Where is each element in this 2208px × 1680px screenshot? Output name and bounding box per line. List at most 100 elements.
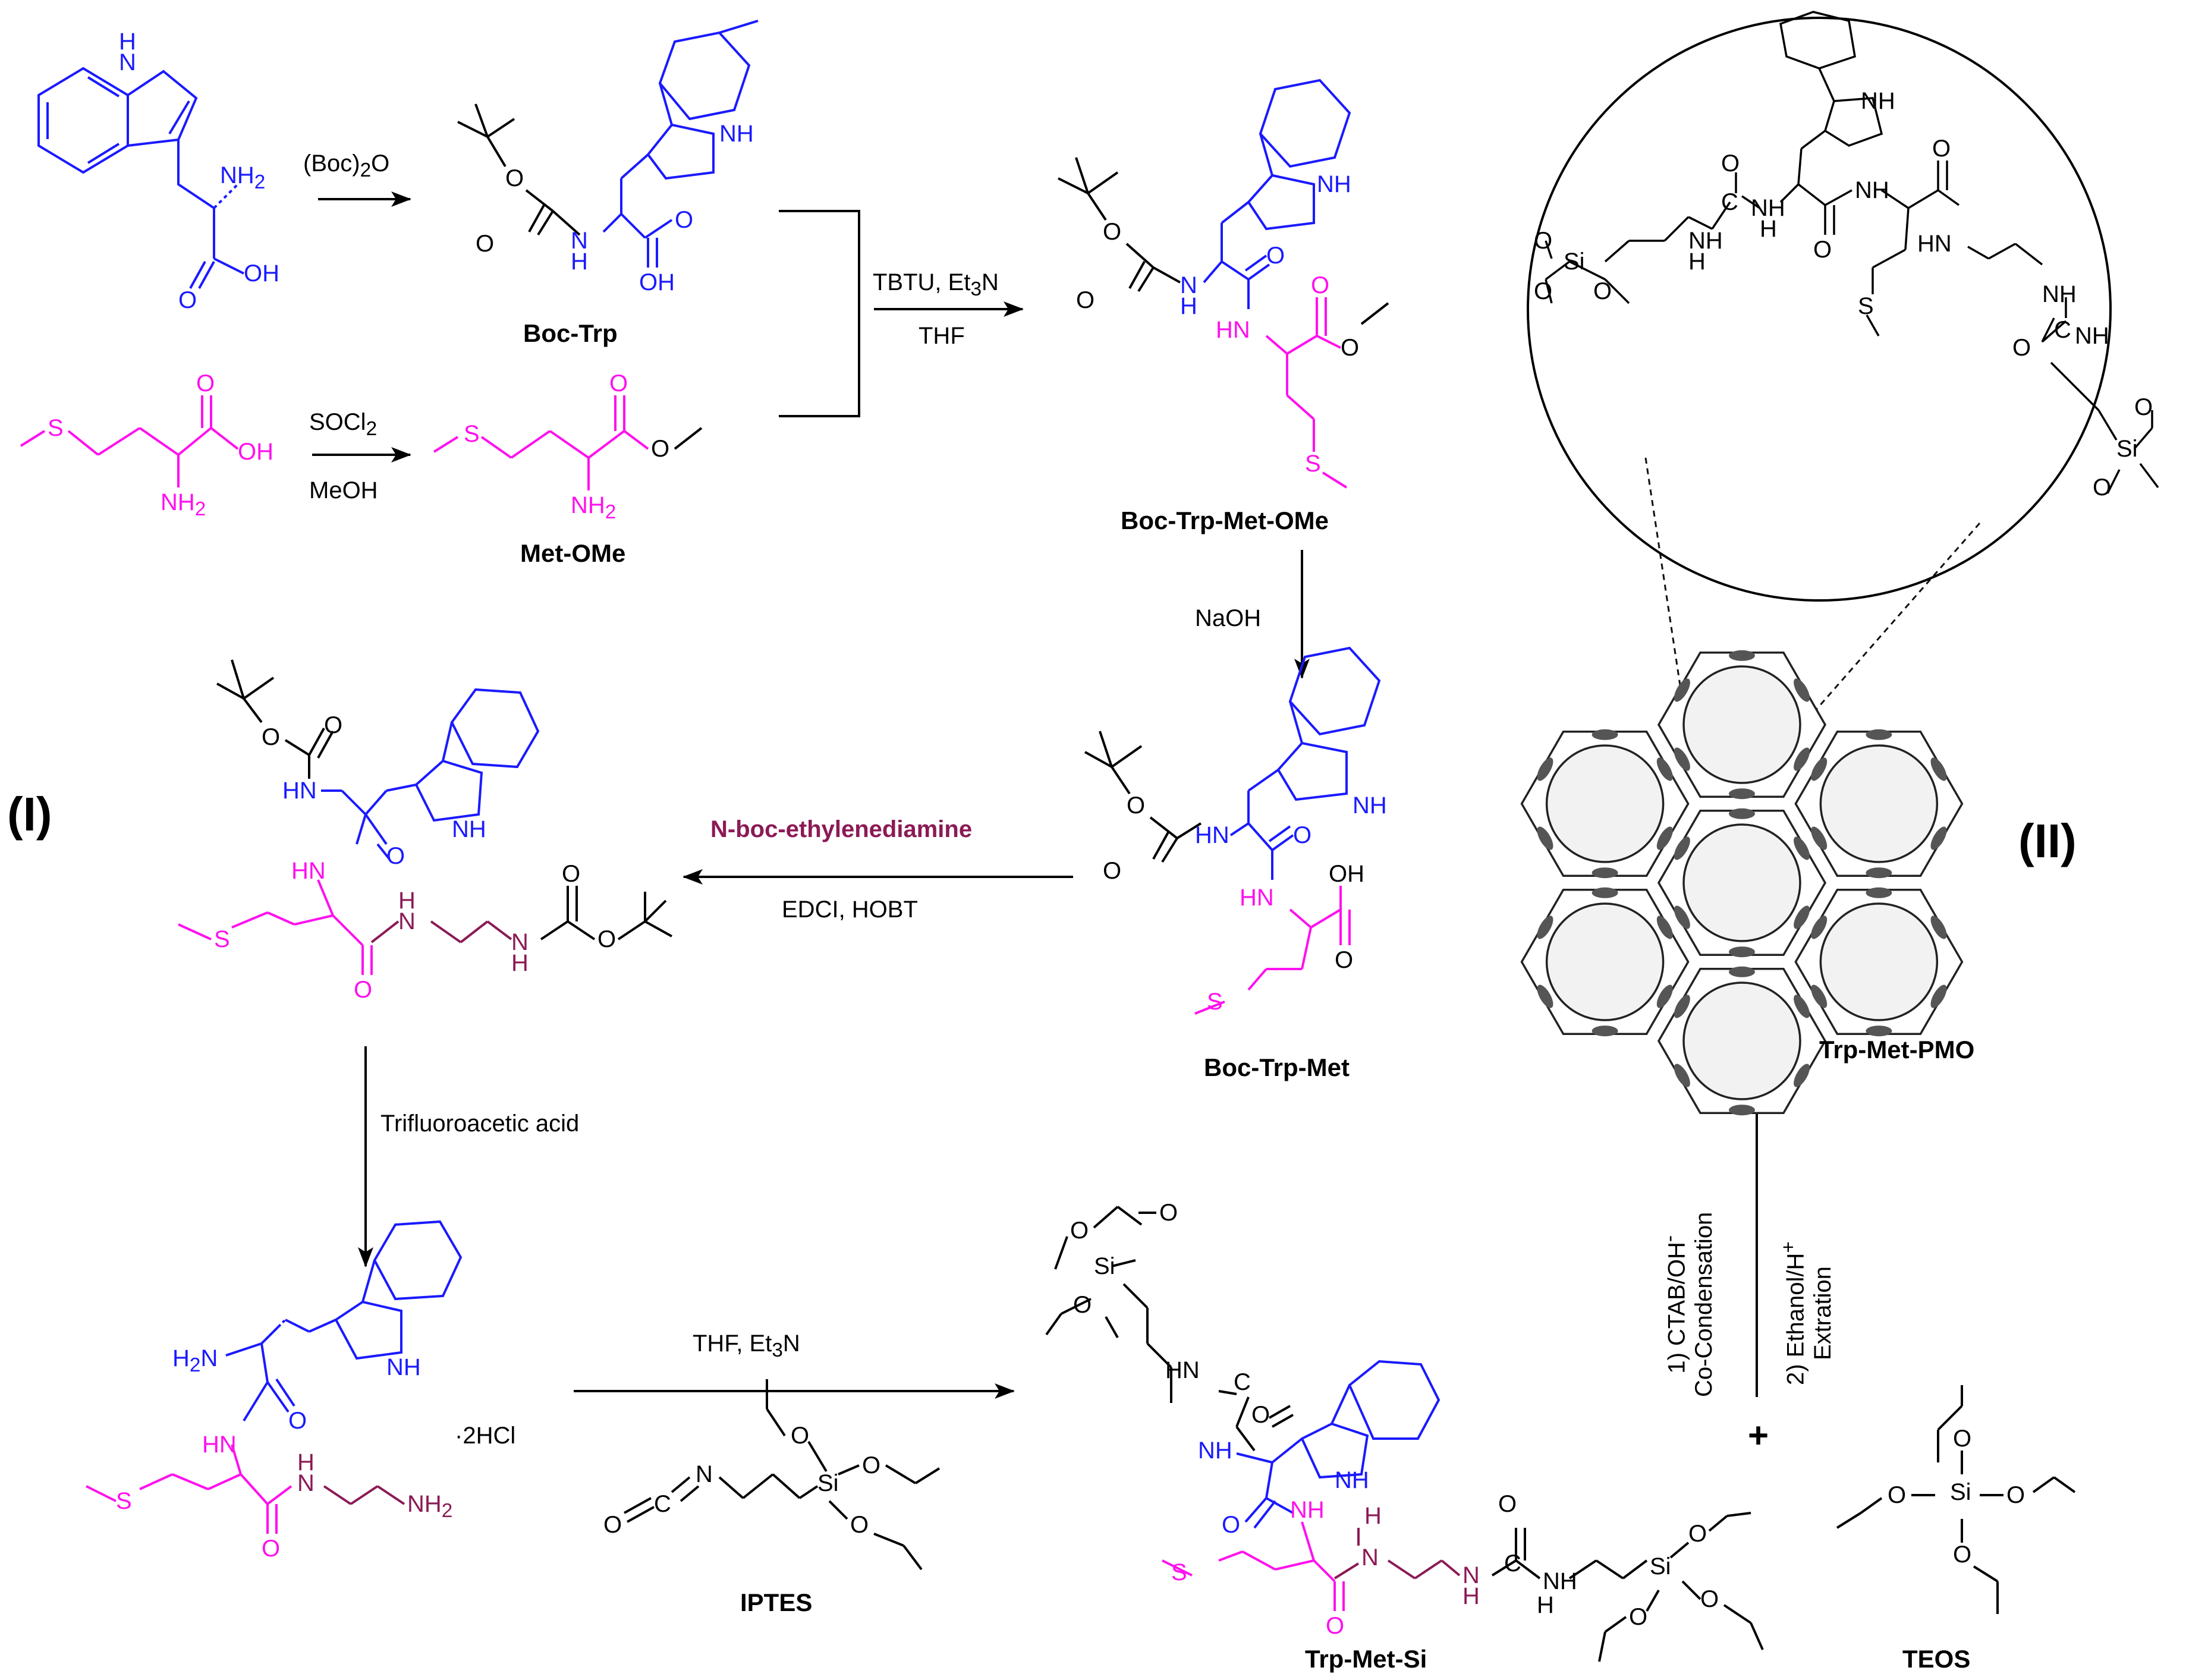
atom-label: O bbox=[1688, 1521, 1707, 1547]
atom-label: O bbox=[1076, 287, 1095, 313]
atom-label: S bbox=[116, 1488, 132, 1514]
atom-label: HN bbox=[291, 858, 326, 884]
atom-label: O bbox=[2134, 394, 2153, 420]
organic-bridge bbox=[1794, 995, 1810, 1018]
atom-label: O bbox=[324, 712, 343, 738]
atom-label: NH bbox=[1855, 177, 1889, 203]
organic-bridge bbox=[1591, 867, 1618, 879]
atom-label: H bbox=[1364, 1503, 1382, 1529]
atom-label: NH2 bbox=[161, 489, 206, 520]
atom-label: O bbox=[1266, 243, 1285, 269]
atom-label: N bbox=[1361, 1544, 1379, 1571]
atom-label: O bbox=[791, 1423, 810, 1449]
atom-label: NH bbox=[1861, 88, 1895, 114]
organic-bridge bbox=[1591, 1025, 1618, 1037]
atom-label: O bbox=[1159, 1200, 1178, 1226]
atom-label: O bbox=[1326, 1613, 1345, 1639]
atom-label: NH bbox=[386, 1354, 421, 1380]
organic-bridge bbox=[1930, 915, 1947, 939]
tryptophan-structure bbox=[37, 67, 244, 289]
atom-label: H2N bbox=[172, 1345, 218, 1376]
atom-label: O bbox=[1932, 136, 1951, 162]
atom-label: H bbox=[119, 29, 136, 55]
organic-bridge bbox=[1537, 984, 1553, 1008]
atom-label: S bbox=[1207, 989, 1223, 1015]
label-salt: ·2HCl bbox=[455, 1423, 516, 1449]
organic-bridge bbox=[1537, 757, 1553, 781]
atom-label: O bbox=[609, 370, 628, 397]
atom-label: O bbox=[675, 207, 694, 233]
organic-bridge bbox=[1674, 995, 1690, 1018]
atom-label: O bbox=[862, 1452, 881, 1478]
step-one-text: 1) CTAB/OH- Co-Condensation bbox=[1659, 1212, 1718, 1397]
atom-label: N bbox=[119, 49, 136, 75]
atom-label: O bbox=[354, 977, 373, 1003]
organic-bridge bbox=[1537, 915, 1553, 939]
atom-label: NH bbox=[1317, 171, 1351, 197]
organic-bridge bbox=[1656, 984, 1673, 1008]
atom-label: O bbox=[1293, 822, 1312, 848]
atom-label: O bbox=[2012, 335, 2031, 361]
atom-label: HN bbox=[202, 1432, 237, 1458]
atom-label: NH2 bbox=[571, 492, 617, 523]
reagent-naoh: NaOH bbox=[1195, 605, 1262, 631]
atom-label: H bbox=[297, 1449, 314, 1475]
organic-bridge bbox=[1794, 836, 1810, 860]
pore-channel bbox=[1545, 744, 1665, 863]
label-teos: TEOS bbox=[1902, 1645, 1971, 1673]
organic-bridge bbox=[1674, 1064, 1690, 1087]
atom-label: O bbox=[1070, 1217, 1089, 1244]
boc-trp-met-ome-structure bbox=[1058, 78, 1389, 489]
organic-bridge bbox=[1866, 887, 1892, 898]
magnified-pore-circle bbox=[1527, 11, 2159, 602]
atom-label: OH bbox=[639, 269, 675, 295]
atom-label: H bbox=[398, 888, 416, 914]
reagent-tfa: Trifluoroacetic acid bbox=[380, 1110, 580, 1137]
iptes-structure bbox=[624, 1379, 941, 1571]
atom-label: NH bbox=[1543, 1568, 1577, 1594]
atom-label: S bbox=[1305, 451, 1321, 477]
organic-bridge bbox=[1656, 757, 1673, 781]
label-iptes: IPTES bbox=[740, 1588, 813, 1616]
organic-bridge bbox=[1674, 905, 1690, 929]
atom-label: N bbox=[297, 1470, 314, 1496]
organic-bridge bbox=[1866, 867, 1892, 879]
atom-label: Si bbox=[817, 1470, 839, 1496]
organic-bridge bbox=[1656, 826, 1673, 850]
organic-bridge bbox=[1674, 747, 1690, 771]
reagent-thf-et3n: THF, Et3N bbox=[693, 1330, 800, 1361]
organic-bridge bbox=[1930, 984, 1947, 1008]
atom-label: H bbox=[1180, 293, 1197, 319]
reagent-n-boc-ethylenediamine: N-boc-ethylenediamine bbox=[710, 816, 973, 842]
organic-bridge bbox=[1866, 729, 1892, 740]
label-boc-trp-met-ome: Boc-Trp-Met-OMe bbox=[1121, 506, 1329, 534]
atom-label: NH bbox=[2042, 281, 2077, 307]
methionine-structure bbox=[20, 395, 239, 487]
deprotected-amine-structure bbox=[86, 1220, 463, 1534]
boc-trp-structure bbox=[457, 20, 759, 268]
atom-label: NH bbox=[1353, 792, 1387, 819]
label-trp-met-pmo: Trp-Met-PMO bbox=[1819, 1036, 1975, 1064]
atom-label: Si bbox=[1950, 1479, 1971, 1505]
atom-label: H bbox=[571, 248, 588, 275]
atom-label: NH bbox=[452, 816, 486, 842]
atom-label: O bbox=[1813, 237, 1832, 263]
organic-bridge bbox=[1794, 747, 1810, 771]
atom-label: O bbox=[476, 231, 495, 257]
atom-label: O bbox=[1534, 278, 1553, 304]
atom-label: O bbox=[1073, 1292, 1092, 1318]
reagent-edci-hobt: EDCI, HOBT bbox=[782, 896, 918, 923]
atom-label: NH bbox=[1290, 1497, 1325, 1523]
atom-label: O bbox=[1593, 278, 1612, 304]
organic-bridge bbox=[1729, 946, 1755, 958]
reaction-arrows bbox=[312, 191, 1764, 1399]
organic-bridge bbox=[1674, 678, 1690, 702]
atom-label: C bbox=[1504, 1550, 1521, 1577]
atom-label: O bbox=[1127, 792, 1146, 819]
atom-label: N bbox=[511, 929, 529, 955]
atom-label: OH bbox=[1329, 861, 1364, 887]
atom-label: O bbox=[850, 1512, 869, 1538]
atom-label: HN bbox=[1165, 1357, 1200, 1383]
atom-label: C bbox=[1234, 1369, 1251, 1395]
